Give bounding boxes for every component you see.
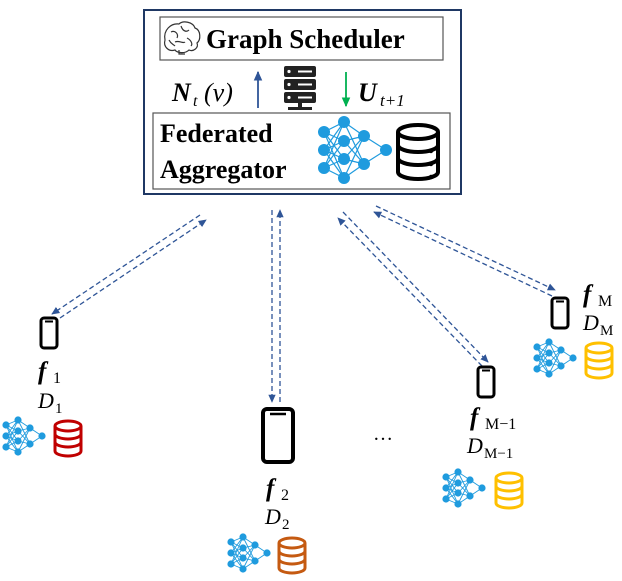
phone-icon (550, 296, 570, 330)
client-2: f 2 D 2 (226, 407, 307, 575)
client-m-minus-1: f M−1 D M−1 (441, 365, 524, 510)
graph-scheduler-panel (159, 16, 444, 61)
link-client-1-down (51, 214, 201, 315)
neural-network-icon (532, 337, 578, 379)
database-icon (396, 123, 440, 181)
aggregator-label-line2: Aggregator (160, 155, 287, 184)
client-1-model-label: f (38, 358, 49, 385)
client-2-model-sub: 2 (281, 487, 289, 504)
neighbor-label-arg: (v) (204, 78, 233, 107)
link-client-m-up (373, 211, 553, 297)
update-label-sub: t+1 (380, 91, 405, 110)
phone-icon (39, 316, 59, 350)
link-client-m1-up (337, 217, 483, 367)
client-m1-model-label: f (470, 404, 481, 431)
neural-network-icon (441, 467, 487, 509)
client-1-model-sub: 1 (53, 370, 61, 387)
link-client-m1-down (342, 211, 489, 363)
neighbor-label-sub: t (193, 93, 198, 110)
update-label: U t+1 (358, 78, 405, 110)
client-2-data-label: D (264, 504, 281, 529)
neural-network-icon (1, 415, 47, 457)
database-icon (494, 471, 524, 510)
client-1: f 1 D 1 (1, 316, 83, 458)
brain-icon (164, 21, 201, 55)
communication-links (51, 205, 556, 403)
graph-scheduler-title: Graph Scheduler (206, 24, 405, 54)
neighbor-label-main: N (171, 78, 192, 107)
client-2-model-label: f (266, 475, 277, 502)
link-client-1-up (59, 219, 207, 319)
client-m-data-sub: M (600, 323, 613, 339)
client-m-model-label: f (583, 281, 594, 308)
update-label-main: U (358, 78, 378, 107)
more-clients-ellipsis: … (373, 423, 393, 445)
phone-icon (476, 365, 496, 399)
neural-network-icon (226, 532, 272, 574)
aggregator-label-line1: Federated (160, 119, 273, 148)
client-2-data-sub: 2 (282, 517, 290, 533)
client-m-data-label: D (582, 310, 599, 335)
client-1-data-sub: 1 (55, 401, 63, 417)
database-icon (277, 536, 307, 575)
client-m-model-sub: M (598, 293, 612, 310)
neighbor-label: N t (v) (171, 78, 233, 110)
client-m1-data-label: D (466, 433, 483, 458)
client-m1-data-sub: M−1 (484, 446, 513, 462)
database-icon (584, 341, 614, 380)
client-1-data-label: D (37, 388, 54, 413)
server-icon (284, 66, 316, 110)
client-m1-model-sub: M−1 (485, 416, 516, 433)
phone-icon (261, 407, 295, 464)
link-client-m-down (375, 205, 556, 291)
client-m: f M D M (532, 281, 614, 380)
database-icon (53, 419, 83, 458)
